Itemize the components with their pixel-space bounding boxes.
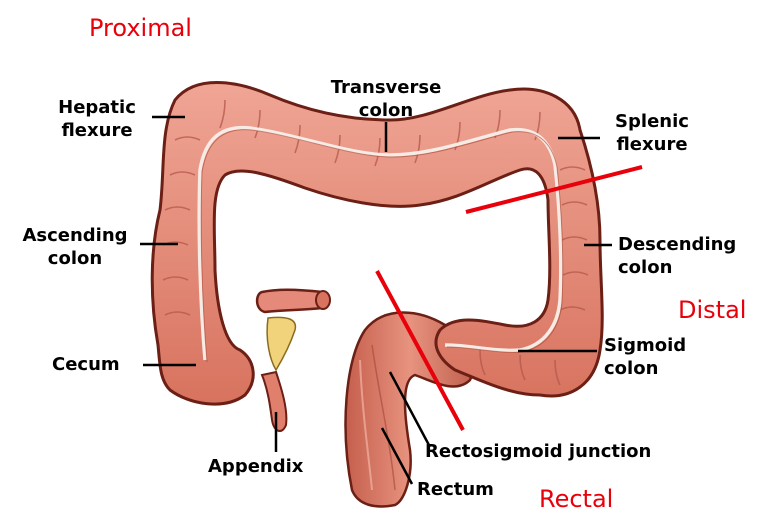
- mesoappendix: [267, 317, 295, 370]
- label-transverse-colon: Transverse colon: [314, 76, 458, 122]
- label-sigmoid-colon: Sigmoid colon: [604, 334, 686, 380]
- appendix-shape: [262, 372, 286, 431]
- label-splenic-flexure: Splenic flexure: [600, 110, 704, 156]
- label-appendix: Appendix: [208, 455, 303, 478]
- region-proximal: Proximal: [89, 14, 192, 42]
- label-hepatic-flexure: Hepatic flexure: [42, 96, 152, 142]
- label-ascending-colon: Ascending colon: [5, 224, 145, 270]
- label-rectosigmoid-junction: Rectosigmoid junction: [425, 440, 651, 463]
- region-distal: Distal: [678, 296, 746, 324]
- label-descending-colon: Descending colon: [618, 233, 736, 279]
- label-cecum: Cecum: [52, 353, 120, 376]
- label-rectum: Rectum: [417, 478, 494, 501]
